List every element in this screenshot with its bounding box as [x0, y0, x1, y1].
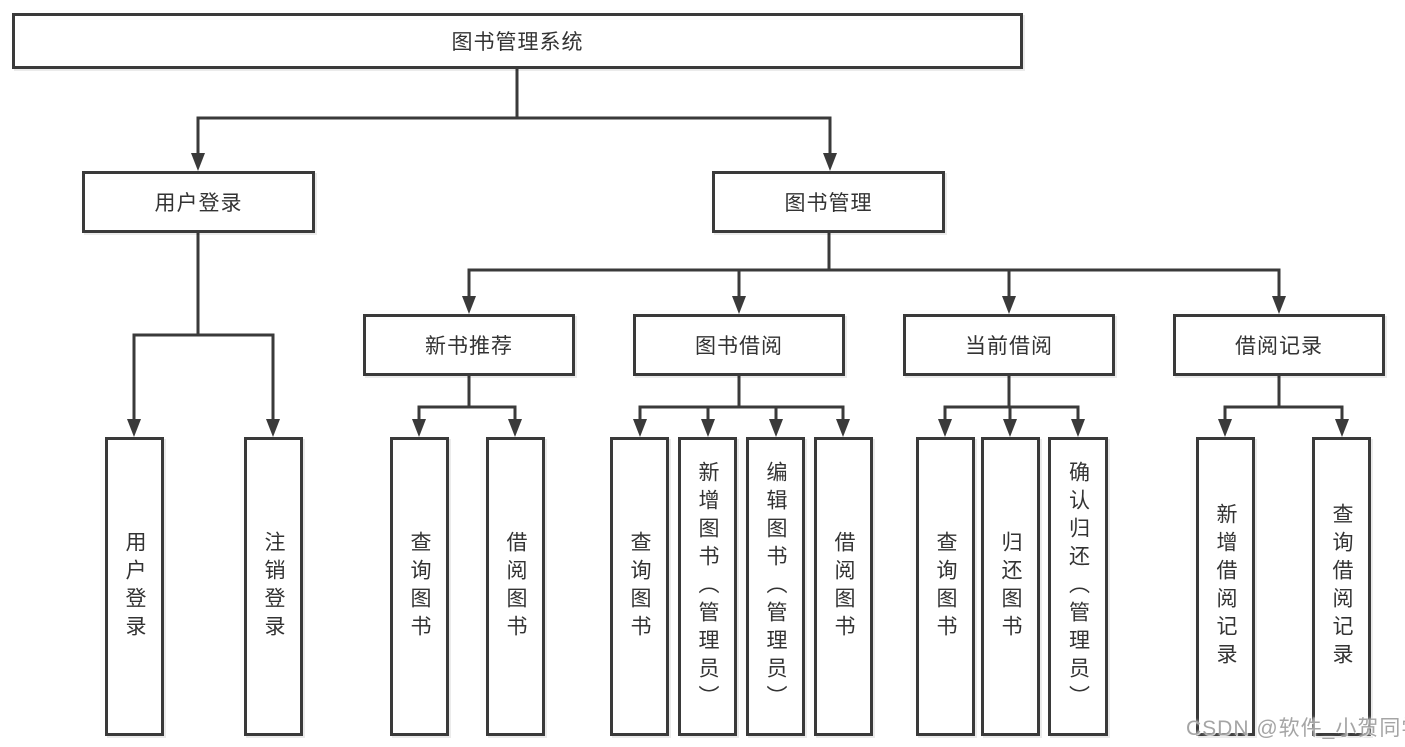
- csdn-watermark: CSDN @软件_小贺同学: [1186, 717, 1405, 740]
- leaf-confirm-return-admin: 确认归还（管理员）: [1048, 437, 1108, 736]
- node-book-management-module: 图书管理: [712, 171, 945, 233]
- leaf-add-borrow-record: 新增借阅记录: [1196, 437, 1255, 736]
- node-book-borrowing: 图书借阅: [633, 314, 845, 376]
- leaf-query-books-rec: 查询图书: [390, 437, 449, 736]
- node-borrowing-records: 借阅记录: [1173, 314, 1385, 376]
- leaf-borrow-books: 借阅图书: [814, 437, 873, 736]
- leaf-borrow-books-rec: 借阅图书: [486, 437, 545, 736]
- node-new-book-recommend: 新书推荐: [363, 314, 575, 376]
- connector-user-login-to-leaves: [127, 233, 280, 437]
- connector-book-mgmt-to-modules: [462, 233, 1286, 314]
- connector-book-borrow-to-leaves: [633, 376, 850, 437]
- connector-new-book-rec-to-leaves: [412, 376, 522, 437]
- connector-current-borrow-to-leaves: [938, 376, 1085, 437]
- leaf-return-books: 归还图书: [981, 437, 1040, 736]
- connector-borrow-records-to-leaves: [1218, 376, 1349, 437]
- leaf-logout: 注销登录: [244, 437, 303, 736]
- connector-root-to-branches: [191, 69, 837, 171]
- leaf-user-login: 用户登录: [105, 437, 164, 736]
- node-user-login-module: 用户登录: [82, 171, 315, 233]
- leaf-edit-books-admin: 编辑图书（管理员）: [746, 437, 805, 736]
- node-current-borrowing: 当前借阅: [903, 314, 1115, 376]
- leaf-query-books-borrow: 查询图书: [610, 437, 669, 736]
- leaf-query-borrow-record: 查询借阅记录: [1312, 437, 1371, 736]
- leaf-add-books-admin: 新增图书（管理员）: [678, 437, 737, 736]
- leaf-query-books-current: 查询图书: [916, 437, 975, 736]
- node-library-management-system: 图书管理系统: [12, 13, 1023, 69]
